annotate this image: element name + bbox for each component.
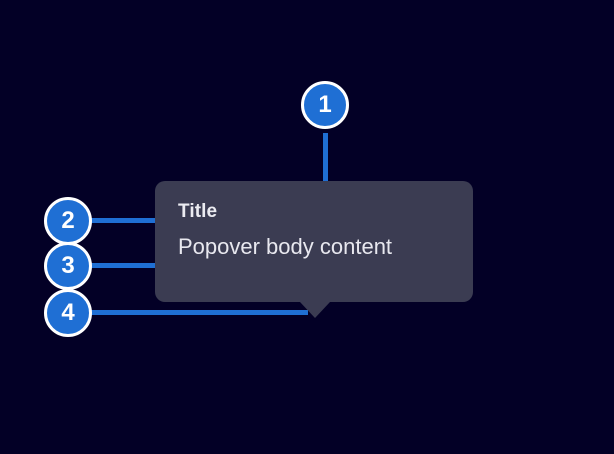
popover: Title Popover body content [155,181,473,318]
popover-body-content: Popover body content [178,234,393,259]
callout-marker-3-label: 3 [61,252,75,279]
callout-marker-3[interactable]: 3 [44,242,92,290]
popover-title: Title [178,201,218,222]
connector-line-4 [84,310,308,315]
connector-line-3 [84,263,174,268]
popover-arrow [300,302,330,318]
connector-line-1 [323,133,328,201]
callout-marker-2-label: 2 [61,207,75,234]
callout-marker-1-label: 1 [318,91,332,118]
connector-line-2 [84,218,174,223]
callout-marker-2[interactable]: 2 [44,197,92,245]
callout-marker-1[interactable]: 1 [301,81,349,129]
callout-marker-4-label: 4 [61,299,75,326]
callout-marker-4[interactable]: 4 [44,289,92,337]
